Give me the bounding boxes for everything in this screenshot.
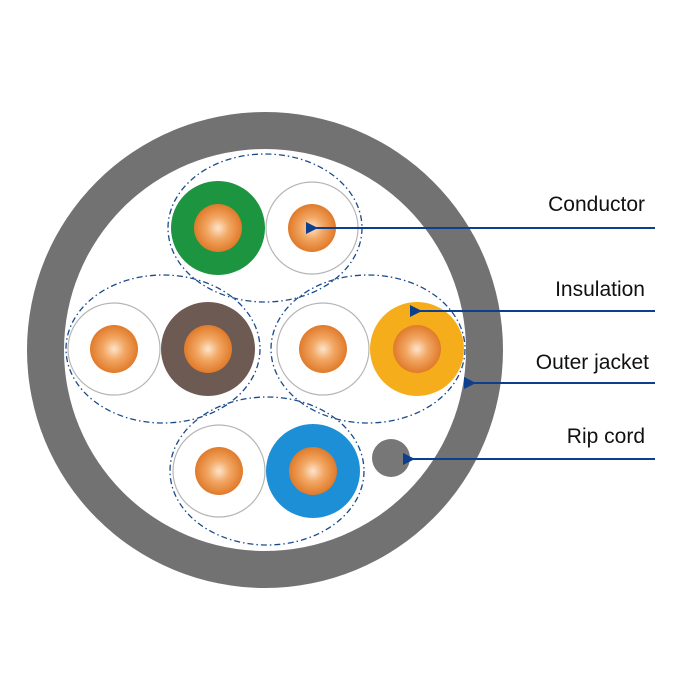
pair-boundary-bottom [169, 396, 365, 546]
label-conductor: Conductor [548, 193, 645, 216]
label-rip-cord: Rip cord [566, 425, 645, 448]
conductor-core [299, 325, 347, 373]
conductor-core [289, 447, 337, 495]
label-outer-jacket: Outer jacket [535, 351, 649, 374]
cable-interior [64, 149, 466, 551]
label-insulation: Insulation [555, 278, 645, 301]
conductor-core [195, 447, 243, 495]
conductor-core [90, 325, 138, 373]
pair-boundary-right [270, 274, 466, 424]
conductor-core [184, 325, 232, 373]
conductor-core [393, 325, 441, 373]
conductor-core [194, 204, 242, 252]
pair-boundary-left [65, 274, 261, 424]
rip-cord [372, 439, 410, 477]
